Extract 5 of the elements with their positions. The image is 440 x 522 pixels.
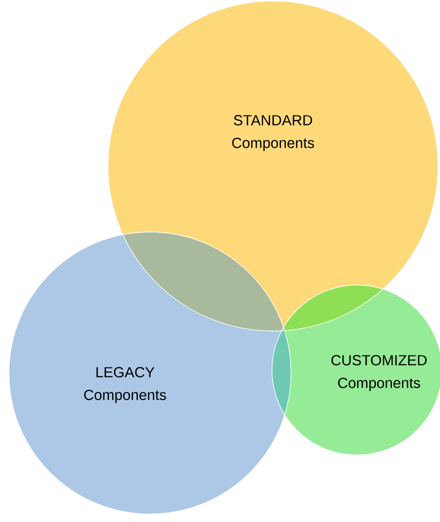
circle-label: CUSTOMIZED Components [331, 355, 427, 391]
venn-circle [8, 232, 292, 514]
venn-circle [108, 0, 438, 332]
circle-label: STANDARD Components [232, 115, 314, 151]
circle-label: LEGACY Components [84, 367, 166, 403]
